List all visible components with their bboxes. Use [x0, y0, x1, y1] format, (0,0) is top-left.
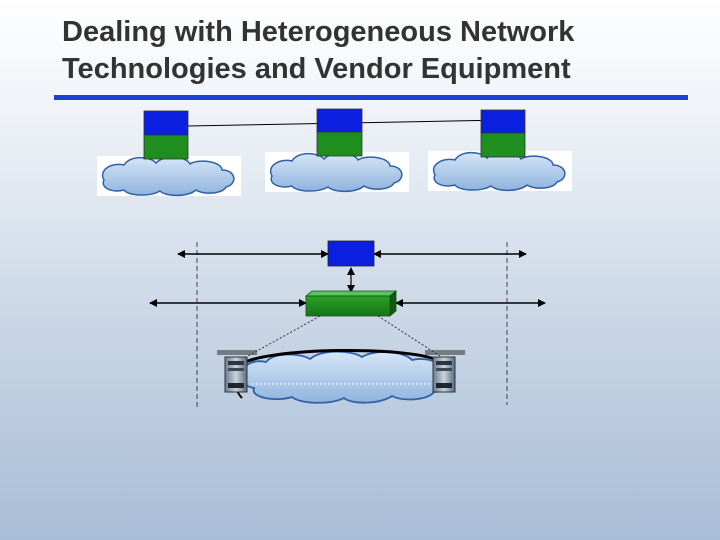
- slide-title-line-2: Technologies and Vendor Equipment: [62, 53, 571, 85]
- router-left-panel: [228, 368, 244, 371]
- router-right-base: [436, 383, 452, 388]
- device-side: [389, 290, 397, 317]
- domain-3: [428, 109, 572, 192]
- node-green-layer: [480, 132, 526, 158]
- device-top: [304, 290, 398, 297]
- domain-2: [265, 108, 409, 193]
- device-front: [305, 295, 391, 317]
- router-label-left: [217, 350, 257, 355]
- slide-title-line-1: Dealing with Heterogeneous Network: [62, 16, 575, 48]
- node-green-layer: [316, 131, 363, 157]
- slide-title: Dealing with Heterogeneous Network Techn…: [62, 14, 702, 88]
- router-left-panel: [228, 361, 244, 365]
- router-left: [224, 356, 248, 393]
- title-underline: [54, 95, 688, 100]
- node-blue-layer: [480, 109, 526, 134]
- node-blue-layer: [316, 108, 363, 133]
- router-right-panel: [436, 361, 452, 365]
- domain-1: [97, 110, 241, 197]
- router-right-panel: [436, 368, 452, 371]
- cloud-icon: [269, 152, 403, 193]
- router-left-base: [228, 383, 244, 388]
- router-label-right: [425, 350, 465, 355]
- cloud-icon: [432, 151, 566, 192]
- cloud-icon: [101, 156, 235, 197]
- core-link-curve: [237, 348, 441, 368]
- controller-box: [327, 240, 375, 267]
- router-right: [432, 356, 456, 393]
- node-green-layer: [143, 134, 189, 160]
- bottom-cloud-icon: [241, 350, 448, 404]
- dotted-link-right: [377, 315, 441, 357]
- node-blue-layer: [143, 110, 189, 136]
- dotted-link-left: [247, 315, 321, 357]
- network-device: [304, 290, 398, 317]
